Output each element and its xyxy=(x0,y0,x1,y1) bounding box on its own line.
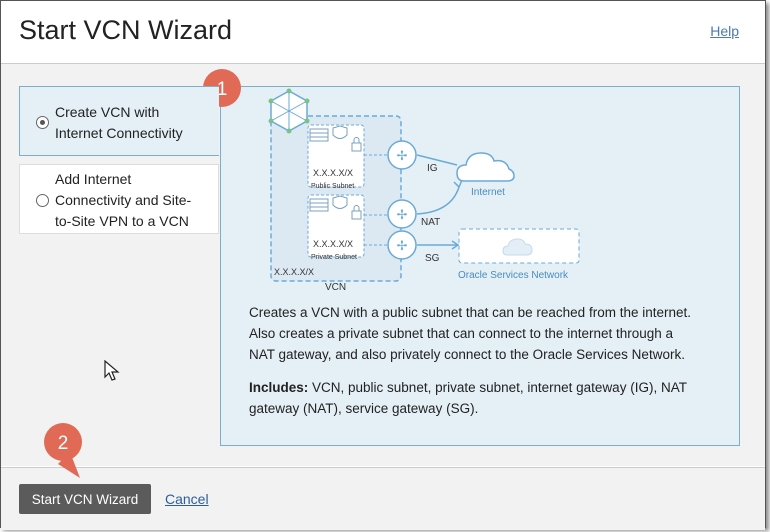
callout-2: 2 xyxy=(44,423,82,478)
option-label: Create VCN with Internet Connectivity xyxy=(55,104,183,141)
public-subnet-label: Public Subnet xyxy=(311,183,354,190)
lock-icon xyxy=(351,205,362,220)
server-icon xyxy=(309,128,329,142)
nat-link xyxy=(416,186,460,215)
internet-cloud-icon xyxy=(456,152,515,182)
svg-text:✢: ✢ xyxy=(397,207,408,222)
private-subnet-label: Private Subnet xyxy=(311,254,357,261)
help-link[interactable]: Help xyxy=(710,23,739,39)
option-includes: Includes: VCN, public subnet, private su… xyxy=(249,380,687,416)
security-list-icon xyxy=(332,195,348,209)
start-vcn-wizard-button[interactable]: Start VCN Wizard xyxy=(19,484,151,514)
ig-label: IG xyxy=(427,163,438,174)
internet-gateway-icon: ✢ xyxy=(387,140,417,170)
svg-text:✢: ✢ xyxy=(397,148,408,163)
public-subnet-cidr: X.X.X.X/X xyxy=(313,168,353,178)
private-subnet-cidr: X.X.X.X/X xyxy=(313,239,353,249)
lock-icon xyxy=(351,137,362,152)
svg-text:✢: ✢ xyxy=(397,238,408,253)
vcn-cidr: X.X.X.X/X xyxy=(274,267,314,277)
dialog-header: Start VCN Wizard Help xyxy=(1,1,765,64)
cloud-icon xyxy=(502,238,533,256)
vcn-label: VCN xyxy=(325,282,346,292)
option-detail-panel: X.X.X.X/X Public Subnet X.X.X.X/X Privat… xyxy=(220,86,740,446)
mouse-cursor-icon xyxy=(104,360,120,381)
option-create-vcn[interactable]: Create VCN with Internet Connectivity xyxy=(19,86,219,156)
cancel-link[interactable]: Cancel xyxy=(165,491,209,507)
ig-link xyxy=(416,154,458,166)
nat-gateway-icon: ✢ xyxy=(387,199,417,229)
security-list-icon xyxy=(332,125,348,139)
service-gateway-icon: ✢ xyxy=(387,230,417,260)
radio-add-internet[interactable] xyxy=(36,194,49,207)
dialog-footer: Start VCN Wizard Cancel xyxy=(1,467,765,530)
server-icon xyxy=(309,198,329,212)
dialog-title: Start VCN Wizard xyxy=(19,15,233,45)
osn-label: Oracle Services Network xyxy=(458,270,569,281)
option-add-internet[interactable]: Add Internet Connectivity and Site- to-S… xyxy=(19,164,219,234)
svg-text:1: 1 xyxy=(217,79,228,100)
vcn-router-icon xyxy=(268,88,310,134)
option-description: Creates a VCN with a public subnet that … xyxy=(249,305,691,362)
internet-label: Internet xyxy=(471,187,505,198)
dialog-body: Create VCN with Internet Connectivity Ad… xyxy=(1,64,765,466)
radio-create-vcn[interactable] xyxy=(36,116,49,129)
nat-label: NAT xyxy=(421,217,440,228)
option-label: Add Internet Connectivity and Site- to-S… xyxy=(55,171,192,229)
sg-label: SG xyxy=(425,253,440,264)
vcn-diagram: X.X.X.X/X Public Subnet X.X.X.X/X Privat… xyxy=(268,88,580,292)
svg-text:2: 2 xyxy=(58,433,69,454)
